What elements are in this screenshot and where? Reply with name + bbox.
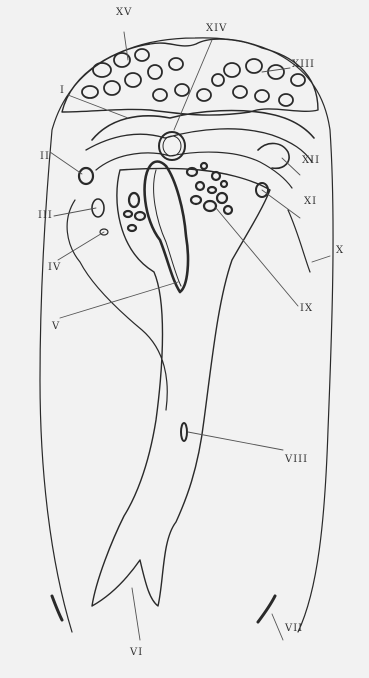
- label-vi: VI: [130, 648, 143, 658]
- label-vii: VII: [285, 624, 303, 634]
- label-iii: III: [38, 211, 53, 221]
- tissue-cells: [82, 49, 305, 106]
- main-cavity: [145, 162, 188, 293]
- label-xiv: XIV: [206, 24, 227, 34]
- label-i: I: [60, 86, 65, 96]
- label-iv: IV: [48, 263, 61, 273]
- ganglion-ii: [79, 168, 93, 184]
- outer-body-wall: [40, 38, 333, 632]
- inner-wall-line-right: [288, 210, 310, 272]
- label-xv: XV: [116, 8, 132, 18]
- label-v: V: [52, 322, 60, 332]
- label-ii: II: [40, 152, 50, 162]
- label-x: X: [336, 246, 344, 256]
- fold-xii: [258, 143, 289, 168]
- marker-vii-right: [258, 596, 275, 622]
- label-viii: VIII: [285, 455, 308, 465]
- label-xii: XII: [302, 156, 320, 166]
- leader-lines: [50, 32, 330, 640]
- label-xiii: XIII: [292, 60, 315, 70]
- central-trunk: [92, 169, 270, 607]
- inner-wall-line-left: [67, 200, 167, 410]
- marker-vii-left: [52, 596, 62, 620]
- label-ix: IX: [300, 304, 313, 314]
- canal-viii: [181, 423, 187, 441]
- label-xi: XI: [304, 197, 317, 207]
